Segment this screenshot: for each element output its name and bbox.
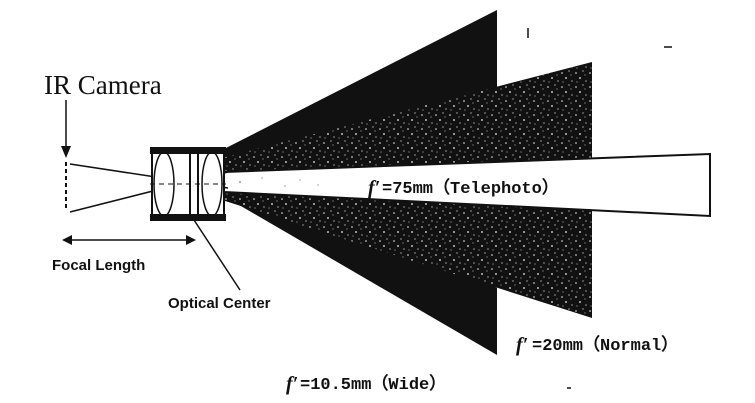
normal-label: f′ =20mm（Normal）	[516, 334, 678, 356]
camera-pointer-arrowhead	[61, 146, 71, 158]
telephoto-f-symbol: f′	[368, 177, 380, 199]
wide-text: =10.5mm（Wide）	[300, 373, 446, 395]
ir-camera-label: IR Camera	[44, 70, 162, 100]
focal-length-arrowhead-left	[62, 235, 72, 245]
telephoto-speckles	[239, 177, 319, 187]
normal-text: =20mm（Normal）	[532, 334, 678, 356]
telephoto-label: f′ =75mm（Telephoto）	[368, 177, 559, 199]
wide-label: f′ =10.5mm（Wide）	[286, 373, 446, 395]
normal-f-symbol: f′	[516, 334, 528, 356]
optical-center-label: Optical Center	[168, 295, 271, 312]
telephoto-text: =75mm（Telephoto）	[382, 177, 559, 199]
optical-center-pointer	[193, 219, 241, 291]
focal-length-label: Focal Length	[52, 257, 145, 274]
lens-assembly	[150, 147, 226, 221]
wide-f-symbol: f′	[286, 373, 298, 395]
focal-length-arrowhead-right	[186, 235, 196, 245]
